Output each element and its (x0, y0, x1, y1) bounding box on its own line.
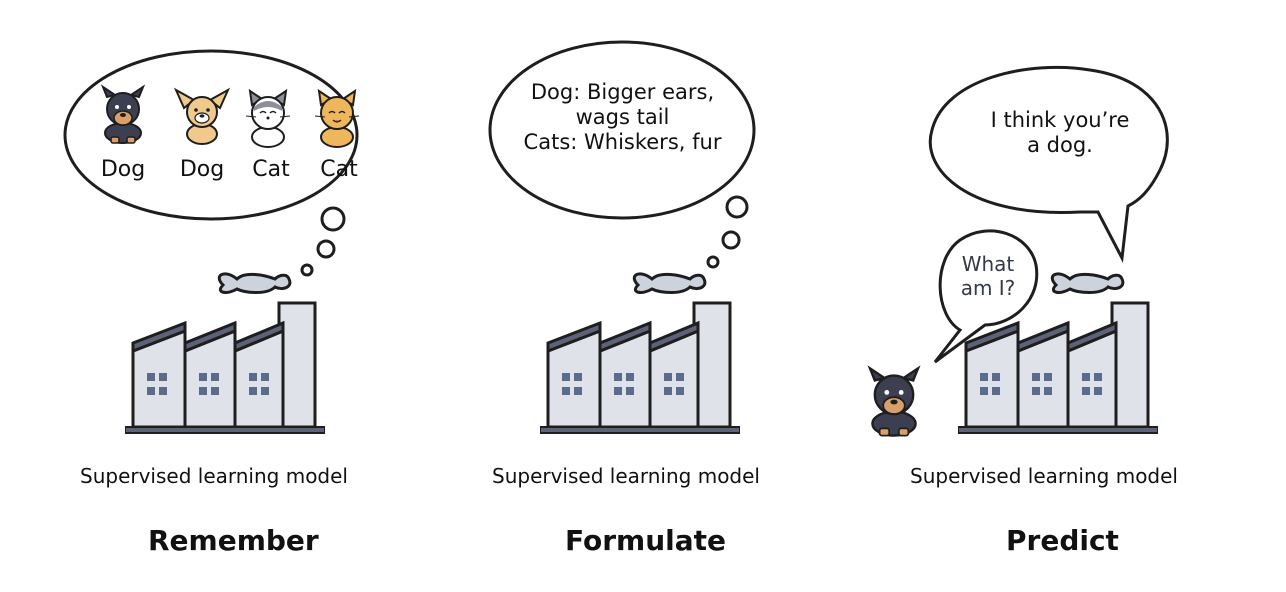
predict-panel (868, 65, 1169, 438)
thought-label-dog-1: Dog (100, 157, 146, 182)
formulate-line-3: Cats: Whiskers, fur (523, 130, 722, 155)
formulate-line-1: Dog: Bigger ears, (530, 80, 715, 104)
model-speech-line-1: I think you’re (990, 108, 1130, 132)
dog-speech-line-1: What (961, 252, 1015, 276)
formulate-thought-dot-small (706, 255, 720, 269)
predict-title: Predict (1006, 524, 1119, 557)
remember-factory-icon (125, 272, 325, 435)
dark-dog-icon (101, 85, 145, 145)
thought-label-cat-1: Cat (252, 157, 290, 182)
thought-label-cat-2: Cat (320, 157, 358, 182)
formulate-caption: Supervised learning model (492, 464, 760, 488)
predict-caption: Supervised learning model (910, 464, 1178, 488)
dog-speech-text: What am I? (948, 252, 1028, 300)
remember-thought-dot-medium (316, 239, 336, 259)
formulate-thought-dot-large (725, 195, 749, 219)
thought-label-dog-2: Dog (179, 157, 225, 182)
formulate-factory-icon (540, 272, 740, 435)
formulate-thought-bubble (488, 40, 756, 220)
query-dog-icon (868, 366, 920, 438)
remember-thought-dot-small (300, 263, 314, 277)
remember-title: Remember (148, 524, 319, 557)
formulate-panel (488, 40, 756, 435)
formulate-thought-text: Dog: Bigger ears, wags tail Cats: Whiske… (520, 80, 725, 156)
orange-cat-icon (313, 89, 361, 149)
model-speech-bubble (928, 65, 1169, 264)
formulate-title: Formulate (565, 524, 727, 557)
remember-panel (63, 49, 361, 435)
formulate-thought-dot-medium (721, 230, 741, 250)
dog-speech-line-2: am I? (960, 276, 1016, 300)
white-cat-icon (244, 89, 292, 149)
model-speech-text: I think you’re a dog. (965, 108, 1155, 158)
model-speech-line-2: a dog. (1027, 133, 1093, 158)
dog-speech-bubble (933, 229, 1039, 364)
formulate-line-2: wags tail (575, 105, 670, 130)
remember-caption: Supervised learning model (80, 464, 348, 488)
remember-thought-dot-large (320, 206, 346, 232)
